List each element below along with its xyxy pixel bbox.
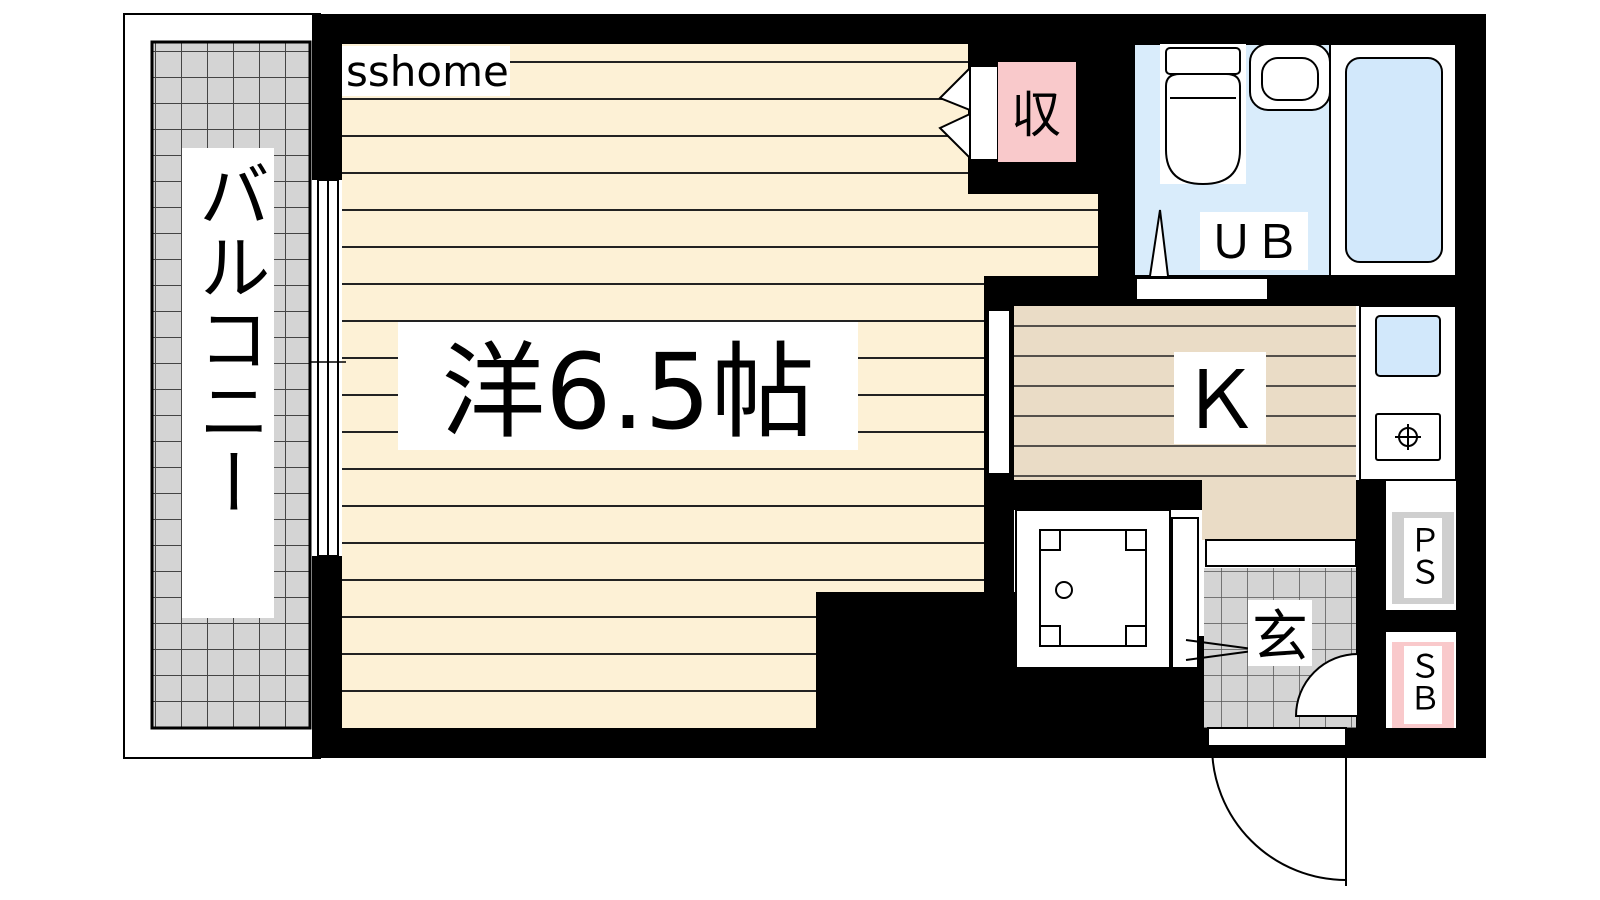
shoe-box: ＳＢ [1392,642,1454,728]
entrance-label: 玄 [1252,605,1308,670]
watermark: sshome [346,47,509,96]
entrance: 玄 [1185,539,1359,886]
kitchen-label: Ｋ [1180,354,1260,447]
kitchen: Ｋ [987,305,1457,540]
sb-label-bg [1404,646,1442,724]
unit-bath: ＵＢ [1133,43,1457,301]
washing-machine-icon [1015,509,1199,669]
balcony-label: バルコニー [186,158,270,518]
balcony-window [310,179,346,557]
balcony-label-bg [182,148,274,618]
storage: 収 [938,62,1076,162]
stove-icon [1375,413,1441,461]
washbasin-icon [1249,43,1331,111]
bath-label: ＵＢ [1208,215,1300,269]
balcony: バルコニー [123,13,321,759]
western-room-label: 洋6.5帖 [441,331,814,453]
entrance-door-swing-icon [1211,745,1347,886]
storage-label: 収 [1011,86,1061,144]
bath-label-bg [1200,212,1308,270]
bathtub-icon [1329,43,1457,277]
watermark-bg [342,46,510,96]
shoe-box-label: ＳＢ [1404,650,1442,714]
kitchen-label-bg [1174,352,1266,444]
shoe-box-door-icon [1294,652,1359,717]
pipe-space: ＰＳ [1392,512,1454,604]
western-label-bg [398,322,858,450]
pipe-space-label: ＰＳ [1404,524,1442,588]
door-swing-icon [1135,209,1269,301]
toilet-icon [1160,44,1246,186]
western-room: 洋6.5帖 sshome [342,44,1098,728]
entrance-label-bg [1248,600,1312,666]
ps-label-bg [1404,518,1442,598]
